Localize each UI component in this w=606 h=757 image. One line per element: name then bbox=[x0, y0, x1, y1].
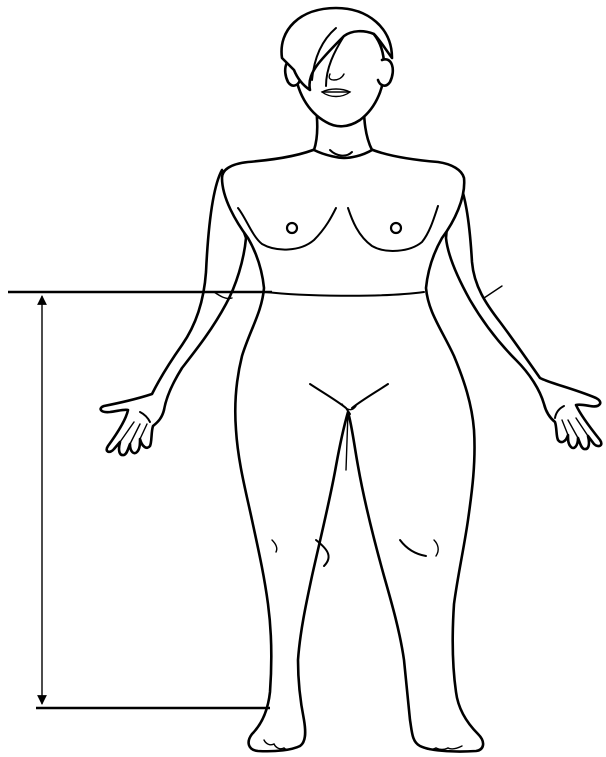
measurement-guide bbox=[8, 292, 272, 708]
torso-and-legs bbox=[222, 148, 483, 751]
head bbox=[282, 8, 393, 126]
left-arm bbox=[101, 170, 246, 455]
